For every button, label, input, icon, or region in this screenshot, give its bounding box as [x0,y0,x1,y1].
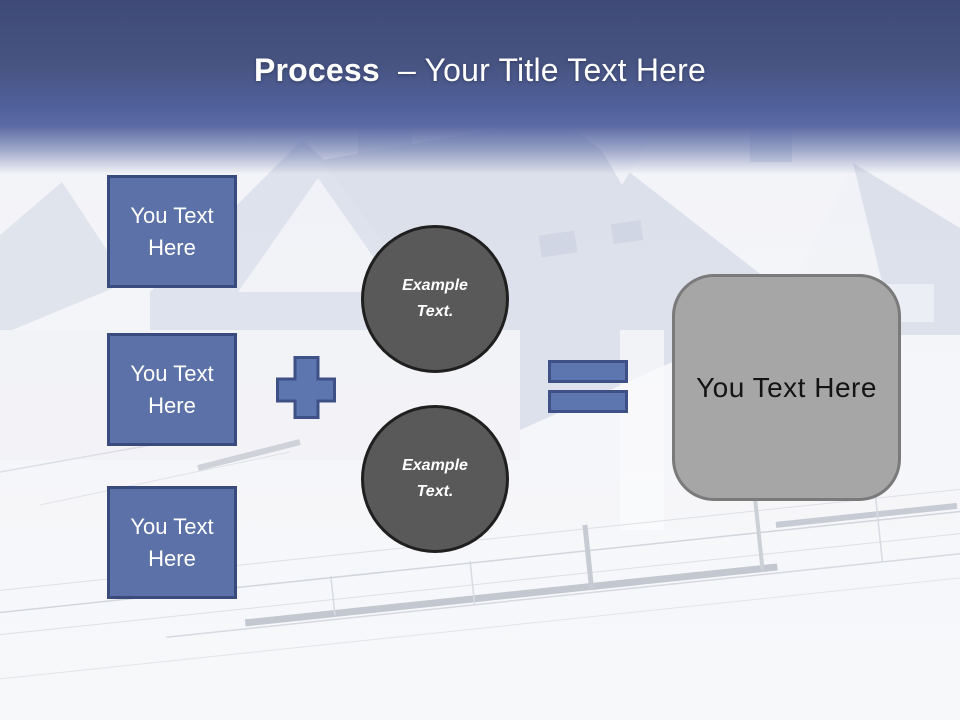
title-rest: – Your Title Text Here [398,52,707,88]
input-box-1[interactable]: You Text Here [107,175,237,288]
result-box-label: You Text Here [696,371,877,403]
process-circle-2-label: Example Text. [402,457,468,500]
process-circle-1[interactable]: Example Text. [361,225,509,373]
input-box-3[interactable]: You Text Here [107,486,237,599]
process-circle-2[interactable]: Example Text. [361,405,509,553]
plus-shape [276,356,336,419]
input-box-3-label: You Text Here [130,514,214,571]
plus-icon [276,356,336,419]
equals-icon [548,360,628,413]
page-title[interactable]: Process – Your Title Text Here [0,52,960,89]
result-box[interactable]: You Text Here [672,274,901,501]
equals-bar-bottom [548,390,628,413]
input-box-2-label: You Text Here [130,361,214,418]
equals-bar-top [548,360,628,383]
process-circle-1-label: Example Text. [402,277,468,320]
input-box-2[interactable]: You Text Here [107,333,237,446]
title-emphasis: Process [253,52,380,88]
input-box-1-label: You Text Here [130,203,214,260]
